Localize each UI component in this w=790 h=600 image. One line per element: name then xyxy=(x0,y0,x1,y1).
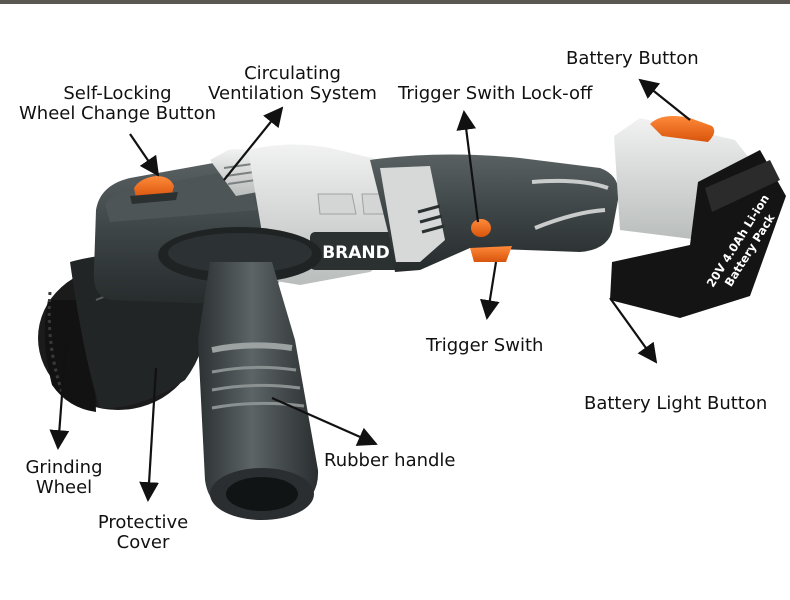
arrow-grinding-wheel xyxy=(49,341,70,450)
callout-arrows xyxy=(49,78,691,502)
label-trigger-switch-line1: Trigger Swith xyxy=(426,335,544,356)
arrow-rubber-handle xyxy=(271,396,378,446)
rubber-handle-grip xyxy=(198,262,319,519)
label-protective-cover-line2: Cover xyxy=(116,532,170,553)
arrow-self-locking xyxy=(129,133,160,177)
label-trigger-switch: Trigger Swith xyxy=(426,336,543,356)
label-protective-cover: Protective Cover xyxy=(88,513,198,553)
label-ventilation: Circulating Ventilation System xyxy=(200,64,385,104)
label-trigger-lockoff-line1: Trigger Swith Lock-off xyxy=(398,83,593,104)
label-self-locking: Self-Locking Wheel Change Button xyxy=(10,84,225,124)
arrow-trigger-switch xyxy=(480,261,500,320)
label-self-locking-line2: Wheel Change Button xyxy=(18,103,216,124)
label-battery-light-line1: Battery Light Button xyxy=(584,393,768,414)
label-battery-button-line1: Battery Button xyxy=(566,48,699,69)
label-battery-button: Battery Button xyxy=(566,49,699,69)
label-protective-cover-line1: Protective xyxy=(97,512,189,533)
self-locking-wheel-button xyxy=(134,176,174,198)
trigger-switch xyxy=(470,246,512,262)
battery-button xyxy=(650,116,715,142)
label-ventilation-line1: Circulating xyxy=(244,63,341,84)
label-battery-light: Battery Light Button xyxy=(584,394,767,414)
label-grinding-wheel-line1: Grinding xyxy=(25,457,103,478)
arrow-trigger-lockoff xyxy=(456,110,480,223)
label-grinding-wheel: Grinding Wheel xyxy=(14,458,114,498)
label-ventilation-line2: Ventilation System xyxy=(208,83,377,104)
arrow-battery-button xyxy=(638,78,691,121)
arrow-protective-cover xyxy=(139,367,159,502)
side-handle xyxy=(158,227,322,520)
brand-plate xyxy=(310,232,402,270)
arrow-ventilation xyxy=(223,106,284,181)
label-grinding-wheel-line2: Wheel xyxy=(35,477,93,498)
label-self-locking-line1: Self-Locking xyxy=(63,83,172,104)
label-rubber-handle: Rubber handle xyxy=(324,451,456,471)
arrow-battery-light xyxy=(609,297,658,364)
label-trigger-lockoff: Trigger Swith Lock-off xyxy=(398,84,592,104)
brand-text: BRAND xyxy=(322,243,390,263)
trigger-lockoff-button xyxy=(471,219,491,237)
main-body xyxy=(370,154,619,272)
battery-pack: 20V 4.0Ah Li-ion Battery Pack xyxy=(610,116,786,318)
top-edge-strip xyxy=(0,0,790,4)
label-rubber-handle-line1: Rubber handle xyxy=(324,450,456,471)
